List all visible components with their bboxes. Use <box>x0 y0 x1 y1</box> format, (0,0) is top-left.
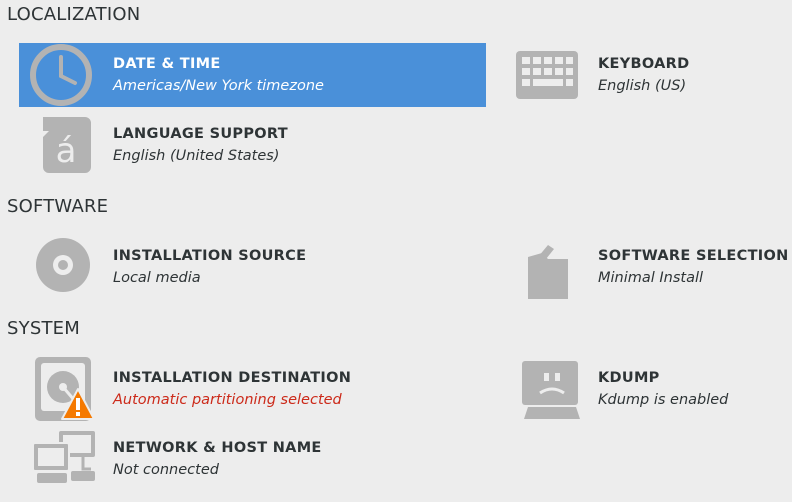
network-icon <box>32 429 97 493</box>
section-title-localization: LOCALIZATION <box>7 4 141 25</box>
spoke-installation-source[interactable]: INSTALLATION SOURCE Local media <box>19 235 486 299</box>
spoke-keyboard[interactable]: KEYBOARD English (US) <box>504 43 792 107</box>
spoke-language-support[interactable]: á LANGUAGE SUPPORT English (United State… <box>19 113 486 177</box>
svg-text:á: á <box>56 131 77 171</box>
package-icon <box>518 235 582 299</box>
section-title-software: SOFTWARE <box>7 196 109 217</box>
spoke-title: KEYBOARD <box>598 56 690 72</box>
keyboard-icon <box>514 43 578 107</box>
spoke-title: KDUMP <box>598 370 660 386</box>
spoke-status: Americas/New York timezone <box>113 78 324 94</box>
harddisk-icon <box>33 357 97 421</box>
spoke-network[interactable]: NETWORK & HOST NAME Not connected <box>19 427 486 491</box>
kdump-icon <box>518 357 582 421</box>
spoke-software-selection[interactable]: SOFTWARE SELECTION Minimal Install <box>504 235 792 299</box>
clock-icon <box>29 43 93 107</box>
spoke-title: LANGUAGE SUPPORT <box>113 126 288 142</box>
spoke-date-time[interactable]: DATE & TIME Americas/New York timezone <box>19 43 486 107</box>
warning-icon <box>61 387 95 421</box>
spoke-status: Not connected <box>113 462 219 478</box>
language-icon: á <box>33 113 97 177</box>
section-title-system: SYSTEM <box>7 318 80 339</box>
spoke-kdump[interactable]: KDUMP Kdump is enabled <box>504 357 792 421</box>
spoke-title: INSTALLATION DESTINATION <box>113 370 352 386</box>
spoke-status: Automatic partitioning selected <box>113 392 342 408</box>
spoke-status: Minimal Install <box>598 270 704 286</box>
spoke-status: Kdump is enabled <box>598 392 729 408</box>
spoke-status: English (United States) <box>113 148 280 164</box>
disc-icon <box>33 235 97 299</box>
spoke-status: English (US) <box>598 78 687 94</box>
spoke-title: DATE & TIME <box>113 56 221 72</box>
spoke-installation-destination[interactable]: INSTALLATION DESTINATION Automatic parti… <box>19 357 486 421</box>
spoke-title: SOFTWARE SELECTION <box>598 248 789 264</box>
spoke-status: Local media <box>113 270 201 286</box>
spoke-title: NETWORK & HOST NAME <box>113 440 322 456</box>
spoke-title: INSTALLATION SOURCE <box>113 248 307 264</box>
